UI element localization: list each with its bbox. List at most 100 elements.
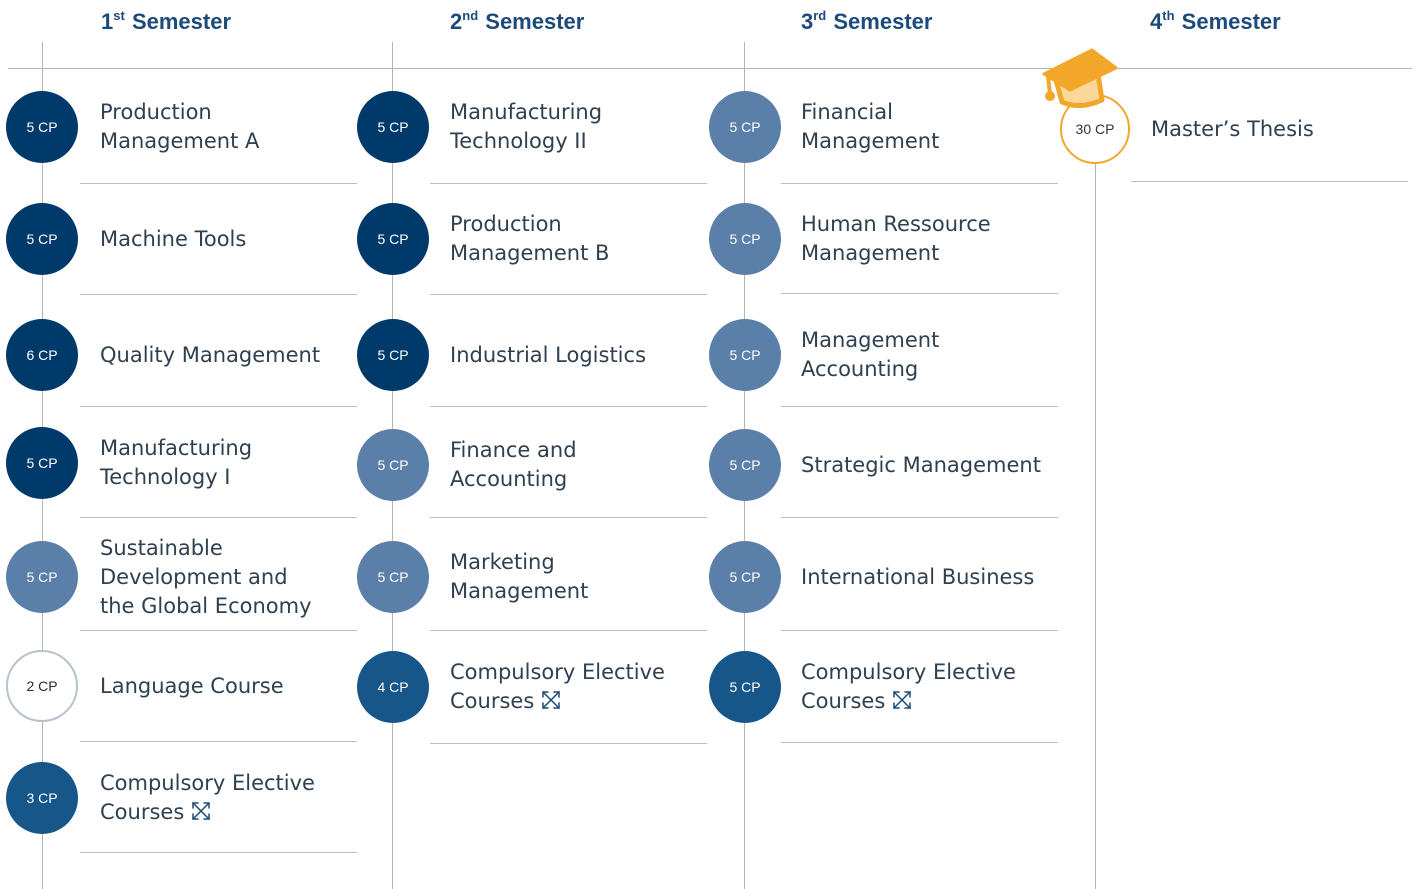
credit-points-badge: 6 CP xyxy=(6,319,78,391)
course-title-line: Marketing xyxy=(450,548,588,577)
course-divider xyxy=(781,742,1058,743)
course-title-line: Courses xyxy=(801,687,1016,716)
course-divider xyxy=(781,630,1058,631)
course-divider xyxy=(1131,181,1408,182)
credit-points-badge: 5 CP xyxy=(6,427,78,499)
course-divider xyxy=(781,517,1058,518)
course-divider xyxy=(80,406,357,407)
semester-3-suffix: rd xyxy=(813,8,827,23)
semester-4-number: 4 xyxy=(1150,9,1163,34)
course-title-line: Management xyxy=(450,577,588,606)
course-title-line: Strategic Management xyxy=(801,451,1041,480)
course-title-line: Technology II xyxy=(450,127,602,156)
credit-points-badge: 5 CP xyxy=(709,203,781,275)
course-title-line: the Global Economy xyxy=(100,592,312,621)
course-title: International Business xyxy=(801,563,1034,592)
course-title-line: Quality Management xyxy=(100,341,320,370)
course-title-line: Financial xyxy=(801,98,939,127)
course-title: Master’s Thesis xyxy=(1151,115,1314,144)
course-title-text: Development and xyxy=(100,564,288,589)
semester-3-header: 3rd Semester xyxy=(801,8,932,38)
credit-points-badge: 5 CP xyxy=(709,319,781,391)
credit-points-badge: 5 CP xyxy=(357,319,429,391)
course-title-line: Master’s Thesis xyxy=(1151,115,1314,144)
credit-points-badge: 5 CP xyxy=(709,429,781,501)
credit-points-badge: 5 CP xyxy=(6,91,78,163)
course-title-text: Management xyxy=(801,241,940,265)
course-title-text: Financial xyxy=(801,100,893,124)
course-title-text: Accounting xyxy=(801,357,919,381)
course-title-text: Finance and xyxy=(450,438,577,462)
course-title-text: Quality Management xyxy=(100,342,321,367)
course-title-text: Production xyxy=(100,100,212,124)
course-title: Quality Management xyxy=(100,341,320,370)
course-title: Strategic Management xyxy=(801,451,1041,480)
credit-points-badge: 5 CP xyxy=(357,203,429,275)
course-title-line: Technology I xyxy=(100,463,252,492)
credit-points-badge: 5 CP xyxy=(357,541,429,613)
course-divider xyxy=(80,517,357,518)
course-title: Machine Tools xyxy=(100,225,246,254)
semester-3-label: Semester xyxy=(833,9,933,34)
course-divider xyxy=(430,294,707,295)
course-title-text: Manufacturing xyxy=(450,100,603,124)
course-title-line: Accounting xyxy=(450,465,577,494)
course-title-line: Production xyxy=(450,210,609,239)
course-title-text: Management xyxy=(801,129,940,153)
credit-points-badge: 5 CP xyxy=(709,91,781,163)
expand-arrows-icon[interactable] xyxy=(540,689,562,711)
semester-2-label: Semester xyxy=(485,9,585,34)
course-title-text: Machine Tools xyxy=(100,226,247,251)
course-title-text: Management A xyxy=(100,129,260,153)
course-title-text: Human Ressource xyxy=(801,212,991,236)
course-title: Industrial Logistics xyxy=(450,341,646,370)
course-title-text: Technology II xyxy=(450,129,587,153)
course-title-text: Management xyxy=(801,328,940,352)
header-divider xyxy=(8,68,1412,69)
semester-2-suffix: nd xyxy=(462,8,479,23)
semester-3-number: 3 xyxy=(801,9,814,34)
credit-points-badge: 5 CP xyxy=(709,651,781,723)
semester-4-label: Semester xyxy=(1181,9,1281,34)
credit-points-badge: 3 CP xyxy=(6,762,78,834)
semester-2-header: 2nd Semester xyxy=(450,8,584,38)
semester-4-suffix: th xyxy=(1162,8,1175,23)
credit-points-badge: 5 CP xyxy=(6,541,78,613)
course-title-line: Finance and xyxy=(450,436,577,465)
course-title-text: Courses xyxy=(450,689,535,713)
course-title-text: Compulsory Elective xyxy=(100,771,315,795)
expand-arrows-icon[interactable] xyxy=(190,800,212,822)
course-title-text: Courses xyxy=(100,800,185,824)
course-title-line: Courses xyxy=(100,798,315,827)
course-divider xyxy=(80,630,357,631)
course-title-line: Development and xyxy=(100,563,312,592)
course-divider xyxy=(430,517,707,518)
semester-4-timeline xyxy=(1095,95,1096,889)
credit-points-badge: 5 CP xyxy=(709,541,781,613)
credit-points-badge: 4 CP xyxy=(357,651,429,723)
course-title-line: Manufacturing xyxy=(450,98,602,127)
course-divider xyxy=(80,294,357,295)
course-title-line: Management xyxy=(801,326,939,355)
course-divider xyxy=(80,183,357,184)
course-title-line: Manufacturing xyxy=(100,434,252,463)
course-title-text: Language Course xyxy=(100,673,284,698)
expand-arrows-icon[interactable] xyxy=(891,689,913,711)
course-title-line: Compulsory Elective xyxy=(801,658,1016,687)
course-title: Language Course xyxy=(100,672,284,701)
semester-2-number: 2 xyxy=(450,9,463,34)
course-title-line: Management A xyxy=(100,127,259,156)
course-title-line: Accounting xyxy=(801,355,939,384)
course-title-text: Technology I xyxy=(100,465,231,489)
course-title-text: Marketing xyxy=(450,550,555,574)
